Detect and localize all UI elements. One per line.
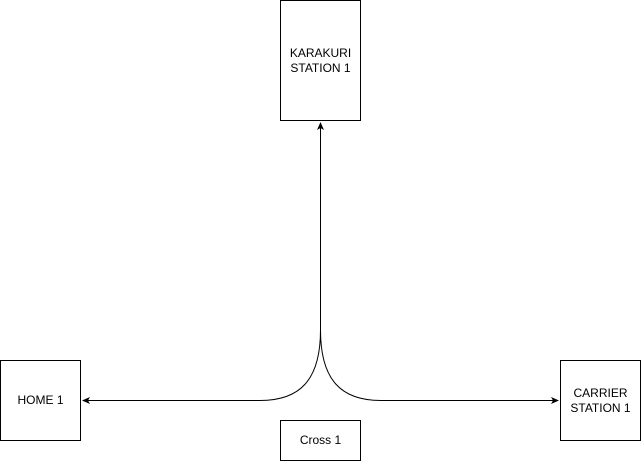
cross-label: Cross 1 (299, 433, 342, 447)
connector-to-carrier (320, 329, 559, 404)
carrier-station-node[interactable]: CARRIER STATION 1 (560, 360, 641, 441)
karakuri-station-label: KARAKURI STATION 1 (289, 45, 352, 75)
connector-to-home (82, 329, 321, 404)
home-node[interactable]: HOME 1 (0, 360, 81, 441)
cross-node[interactable]: Cross 1 (280, 420, 361, 461)
carrier-station-label: CARRIER STATION 1 (570, 385, 631, 415)
karakuri-station-node[interactable]: KARAKURI STATION 1 (280, 0, 361, 121)
home-label: HOME 1 (17, 393, 64, 407)
